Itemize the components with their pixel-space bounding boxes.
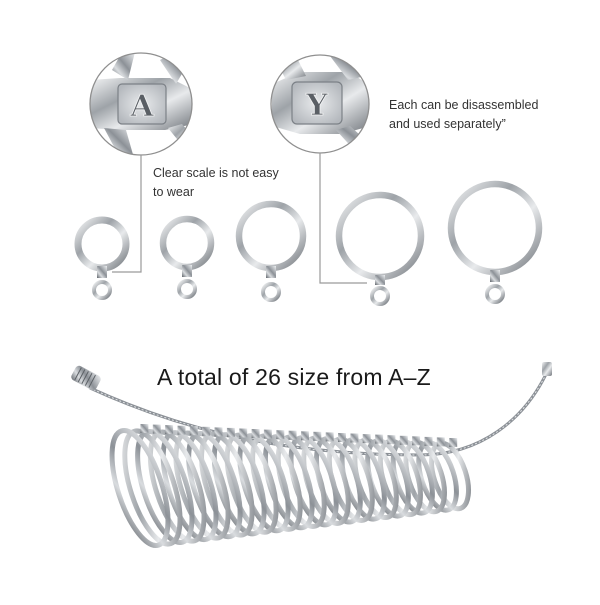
wire-end-cap (542, 362, 552, 376)
sizer-ring (199, 431, 255, 538)
sizer-ring-tab (449, 438, 458, 447)
sizer-ring-tab (313, 431, 322, 441)
sizer-ring-tab (251, 429, 260, 438)
sizer-ring-tab (362, 434, 371, 444)
sizer-ring-tab (165, 425, 174, 435)
sizer-ring-tab (325, 432, 334, 442)
ring-sizer-set (71, 362, 552, 548)
sizer-ring-tab (288, 430, 297, 440)
sizer-ring-tab (301, 431, 309, 441)
ring-4 (335, 191, 425, 306)
callout-line-a (112, 155, 142, 273)
sizer-ring-tab (436, 437, 445, 447)
size-letter-a: A (129, 89, 154, 124)
zoom-circle-y: Y (270, 54, 370, 154)
sizer-ring (224, 432, 279, 535)
ring-3 (235, 200, 307, 302)
caption-clear-scale: Clear scale is not easy to wear (153, 166, 279, 199)
sizer-ring-tab (152, 424, 161, 434)
sizer-ring-tab (239, 428, 248, 438)
sizer-ring-tab (387, 435, 396, 445)
screw-clasp (71, 365, 101, 391)
sizer-ring-tab (214, 427, 223, 437)
caption-disassembled: Each can be disassembled and used separa… (389, 98, 539, 131)
sizer-ring-tab (276, 430, 285, 440)
sizer-ring (211, 432, 267, 537)
sizer-ring (109, 428, 171, 548)
sizer-ring-tab (202, 426, 211, 436)
sizer-ring (262, 434, 315, 531)
callout-lines (112, 153, 367, 284)
sizer-ring-tab (263, 429, 272, 439)
sizer-ring-tab (226, 427, 235, 437)
sizer-ring-tab (338, 433, 346, 442)
callout-line-y (319, 153, 367, 284)
sizer-ring-tab (375, 434, 384, 444)
sizer-ring-tab (140, 424, 149, 433)
zoom-circle-a: A (89, 52, 193, 156)
sizer-ring-tab (412, 436, 421, 446)
sizer-ring (122, 428, 183, 547)
sizer-ring (237, 433, 291, 534)
size-letter-y: Y (305, 88, 328, 123)
sizer-ring-tab (189, 426, 198, 436)
ring-stack (109, 424, 471, 548)
headline: A total of 26 size from A–Z (157, 364, 431, 390)
sizer-ring-tab (424, 436, 433, 446)
sizer-ring-tab (350, 433, 359, 443)
sizer-ring (250, 433, 303, 532)
ring-1 (74, 216, 130, 300)
ring-5 (447, 180, 543, 304)
sizer-ring-tab (177, 425, 186, 435)
sizer-ring-tab (399, 435, 408, 445)
ring-2 (159, 215, 215, 299)
